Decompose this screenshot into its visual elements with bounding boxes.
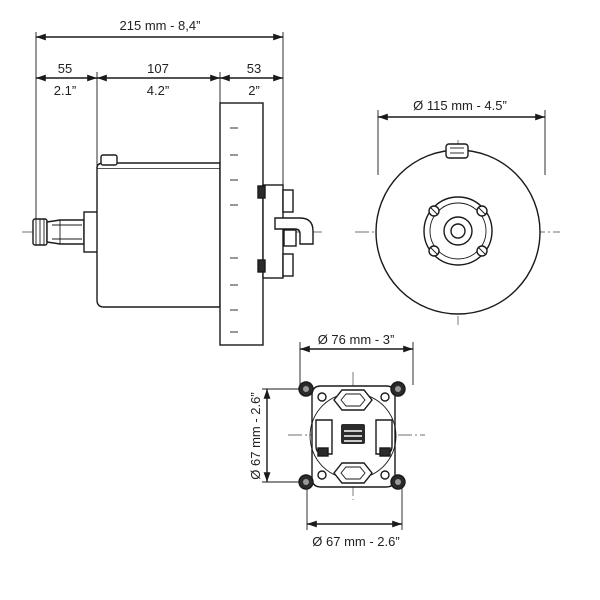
- hex-port-bottom: [333, 462, 373, 484]
- front-view: Ø 115 mm - 4.5”: [355, 98, 560, 325]
- seg1-mm-label: 55: [58, 61, 72, 76]
- bolt-width-label: Ø 76 mm - 3”: [318, 332, 395, 347]
- front-diameter-label: Ø 115 mm - 4.5”: [413, 98, 507, 113]
- bolt-height-label: Ø 67 mm - 2.6”: [248, 392, 263, 479]
- flange: [219, 102, 264, 346]
- filler-cap: [100, 154, 118, 166]
- rear-view: Ø 76 mm - 3” Ø 67 mm - 2.6” Ø 67 mm - 2.…: [248, 332, 425, 549]
- corner-bolt-tr: [390, 381, 406, 397]
- pump-body: [96, 154, 221, 308]
- front-shaft-inner: [450, 223, 466, 239]
- hex-port-top: [333, 389, 373, 411]
- fitting-left: [315, 419, 333, 457]
- side-view: 215 mm - 8,4” 55 2.1” 107 4.2” 53 2”: [22, 18, 322, 346]
- rear-fittings: [257, 184, 314, 279]
- brand-logo: [341, 424, 365, 444]
- seg3-mm-label: 53: [247, 61, 261, 76]
- front-bolts: [428, 205, 488, 257]
- corner-bolt-bl: [298, 474, 314, 490]
- shaft: [32, 211, 99, 253]
- fitting-right: [375, 419, 393, 457]
- front-filler-cap: [445, 143, 469, 159]
- seg3-in-label: 2”: [248, 83, 260, 98]
- overall-length-label: 215 mm - 8,4”: [120, 18, 201, 33]
- seg2-in-label: 4.2”: [147, 83, 169, 98]
- corner-bolt-tl: [298, 381, 314, 397]
- seg1-in-label: 2.1”: [54, 83, 76, 98]
- bolt-bottom-label: Ø 67 mm - 2.6”: [312, 534, 399, 549]
- seg2-mm-label: 107: [147, 61, 169, 76]
- corner-bolt-br: [390, 474, 406, 490]
